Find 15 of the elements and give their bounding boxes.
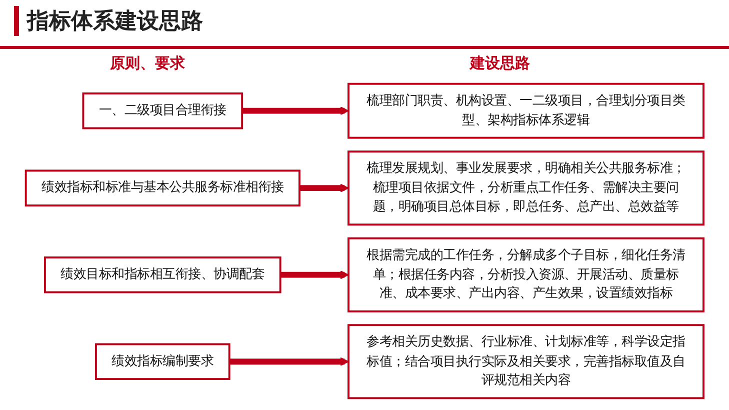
node-box: 绩效指标编制要求	[94, 343, 230, 380]
node-box: 梳理发展规划、事业发展要求，明确相关公共服务标准；梳理项目依据文件，分析重点工作任务、需解决主要问题，明确项目总体目标，即总任务、总产出、总效益等	[347, 150, 704, 226]
arrow	[280, 270, 349, 280]
node-box: 梳理部门职责、机构设置、一二级项目，合理划分项目类型、架构指标体系逻辑	[347, 82, 704, 139]
node-box: 根据需完成的工作任务，分解成多个子目标，细化任务清单；根据任务内容，分析投入资源、开展活动、质量标准、成本要求、产出内容、产生效果，设置绩效指标	[347, 237, 704, 312]
node-box: 绩效目标和指标相互衔接、协调配套	[44, 256, 282, 294]
node-box: 一、二级项目合理衔接	[82, 92, 243, 130]
node-box: 绩效指标和标准与基本公共服务标准相衔接	[24, 170, 300, 206]
arrow	[229, 357, 349, 366]
node-box: 参考相关历史数据、行业标准、计划标准等，科学设定指标值；结合项目执行实际及相关要求，完善指标取值及自评规范相关内容	[347, 324, 704, 400]
arrow	[242, 106, 349, 116]
column-header: 建设思路	[470, 54, 530, 73]
arrow	[299, 184, 349, 192]
page-title: 指标体系建设思路	[14, 6, 203, 36]
column-header: 原则、要求	[110, 54, 185, 73]
